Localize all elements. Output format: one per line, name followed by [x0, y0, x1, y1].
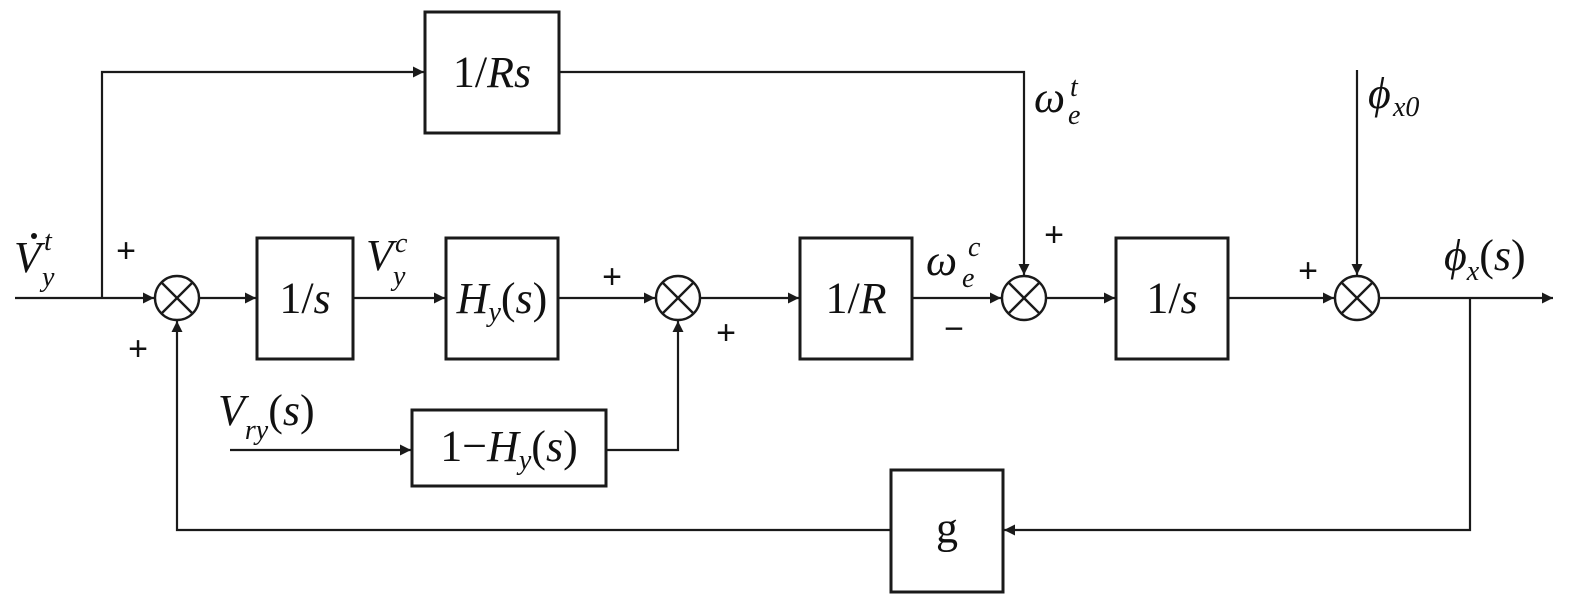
svg-text:t: t [1070, 72, 1079, 103]
signal-omega-t: ω t e [1034, 72, 1080, 131]
svg-text:c: c [395, 228, 408, 259]
svg-text:y: y [39, 262, 55, 293]
signal-vdot-t: V t y [14, 226, 55, 293]
signal-phi-x-label: ϕx(s) [1444, 231, 1526, 287]
sign-sum2-bottom: + [716, 314, 736, 352]
summing-junction-3 [1000, 274, 1048, 322]
svg-text:t: t [44, 226, 53, 257]
block-1-minus-hy-label: 1−Hy(s) [440, 422, 577, 476]
block-hy: Hy(s) [444, 236, 560, 361]
block-gain-g: g [889, 468, 1005, 594]
signal-v-c: V c y [366, 228, 408, 292]
svg-text:x0: x0 [1392, 92, 1419, 123]
junction-signs: + + + + + − + [116, 216, 1318, 368]
sign-sum4-left: + [1298, 252, 1318, 290]
sign-sum1-top: + [116, 232, 136, 270]
block-1-over-rs-label: 1/Rs [453, 48, 531, 97]
block-integrator-2-label: 1/s [1146, 274, 1197, 323]
signal-v-ry-label: Vry(s) [218, 386, 315, 446]
block-inv-r-label: 1/R [825, 274, 886, 323]
block-hy-label: Hy(s) [456, 274, 548, 328]
sign-sum3-left: − [944, 310, 964, 348]
sign-sum1-bottom: + [128, 330, 148, 368]
signal-vdot-t-label: V [14, 233, 46, 282]
wire-1-over-rs-to-sum3 [560, 70, 1030, 275]
signal-phi-x0: ϕ x0 [1368, 69, 1419, 123]
summing-junction-4 [1333, 274, 1381, 322]
svg-text:e: e [962, 263, 974, 294]
svg-text:c: c [968, 232, 981, 263]
wire-feedforward-to-1-over-rs [100, 66, 424, 298]
sign-sum3-top: + [1044, 216, 1064, 254]
signal-omega-t-label: ω [1034, 73, 1065, 122]
summing-junction-1 [153, 274, 201, 322]
block-integrator-1: 1/s [255, 236, 355, 361]
signal-v-c-label: V [366, 231, 398, 280]
block-gain-g-label: g [936, 504, 958, 553]
block-1-minus-hy: 1−Hy(s) [410, 408, 608, 488]
block-integrator-1-label: 1/s [279, 274, 330, 323]
wire-output-to-g [1004, 298, 1472, 536]
signal-lines [15, 66, 1553, 536]
sign-sum2-left: + [602, 258, 622, 296]
dot-accent [31, 233, 37, 239]
svg-text:e: e [1068, 100, 1080, 131]
block-integrator-2: 1/s [1114, 236, 1230, 361]
signal-v-ry: Vry(s) [218, 386, 315, 446]
wire-g-to-sum1 [171, 321, 890, 532]
svg-text:y: y [390, 261, 406, 292]
signal-omega-c: ω c e [926, 232, 981, 294]
signal-phi-x: ϕx(s) [1444, 231, 1526, 287]
wire-1-minus-hy-to-sum2 [606, 321, 684, 452]
block-inv-r: 1/R [798, 236, 914, 361]
summing-junction-2 [654, 274, 702, 322]
block-1-over-rs: 1/Rs [423, 10, 561, 135]
signal-phi-x0-label: ϕ [1368, 69, 1391, 118]
signal-omega-c-label: ω [926, 236, 957, 285]
